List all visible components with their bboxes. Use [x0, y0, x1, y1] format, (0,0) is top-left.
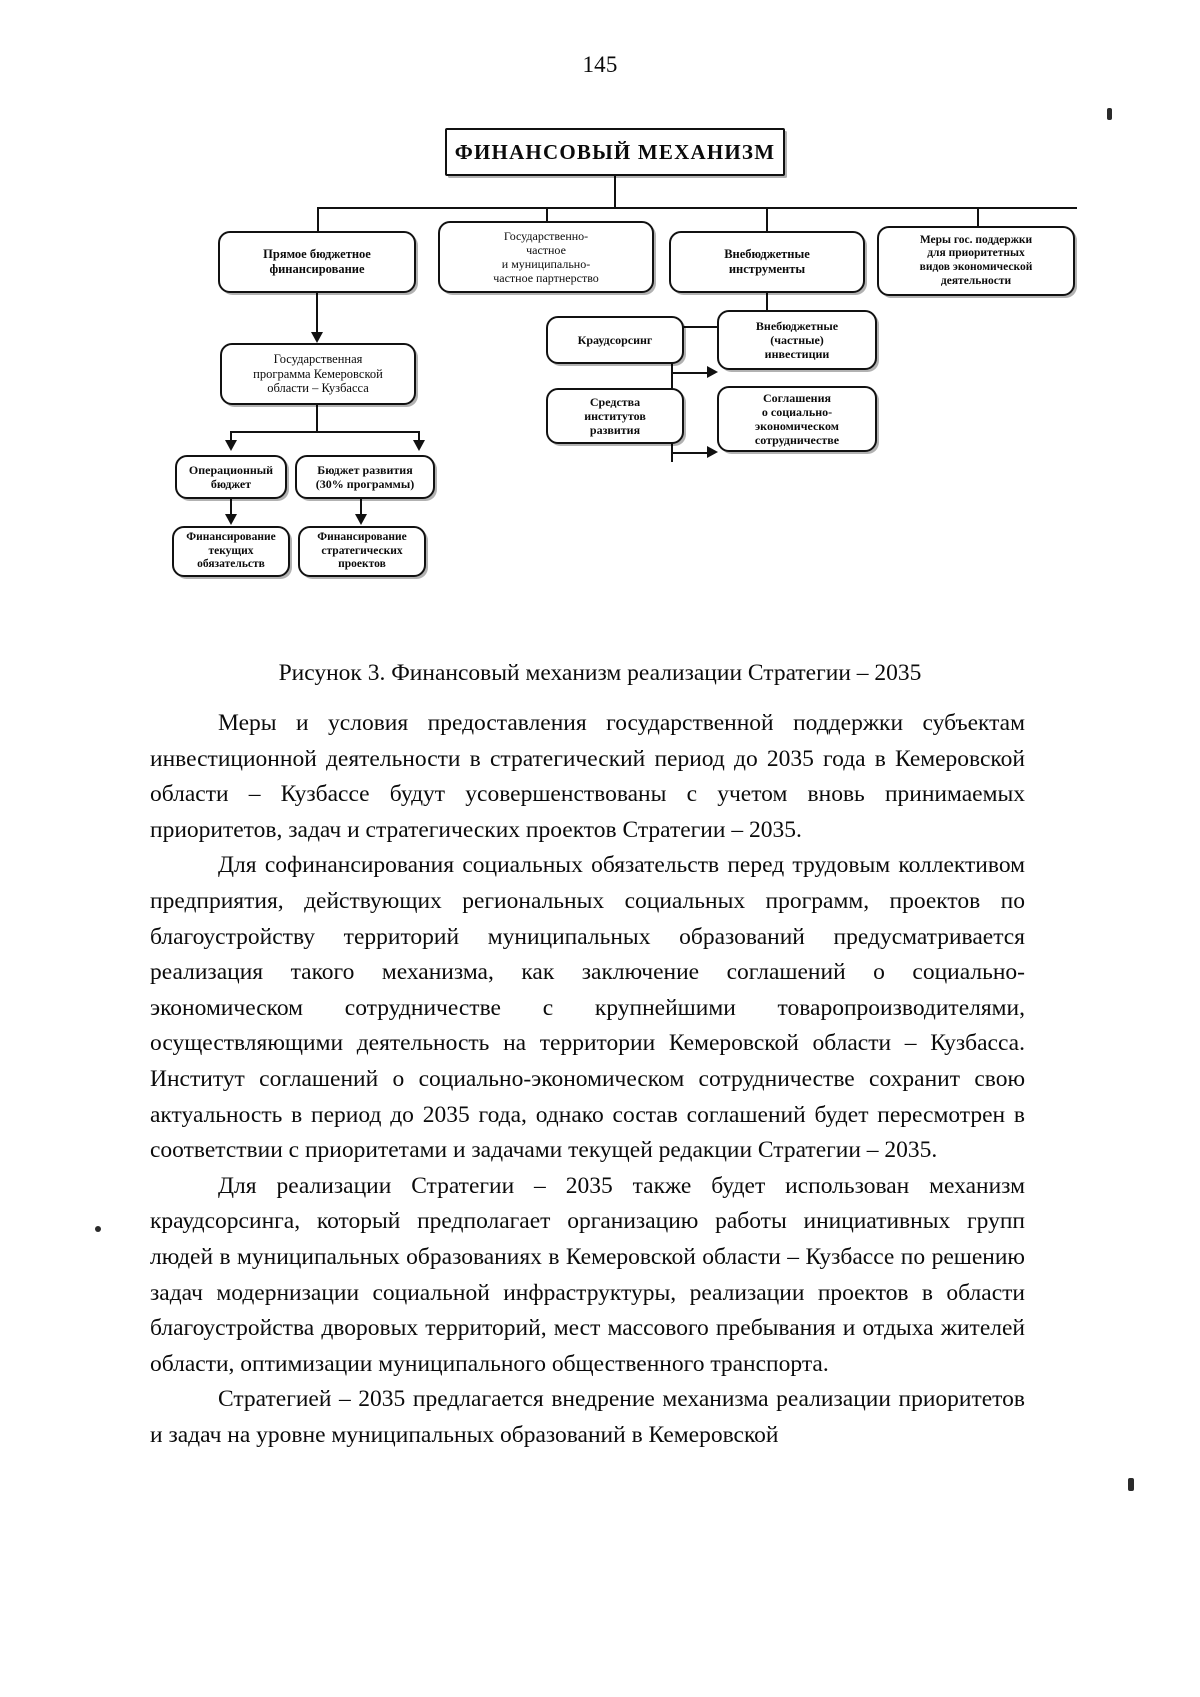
- connector-drop-ppp: [546, 207, 549, 221]
- connector-drop-gov-support: [977, 207, 980, 231]
- connector-root-stem: [614, 176, 617, 208]
- arrowhead-to-financing-current: [224, 514, 237, 525]
- paragraph: Стратегией – 2035 предлагается внедрение…: [150, 1386, 1025, 1448]
- node-private-investments: Внебюджетные(частные)инвестиции: [717, 310, 877, 370]
- connector-drop-development: [418, 431, 421, 447]
- arrowhead-to-development-budget: [412, 440, 425, 451]
- connector-to-private-investments: [671, 372, 709, 375]
- node-root-financial-mechanism: ФИНАНСОВЫЙ МЕХАНИЗМ: [445, 128, 785, 176]
- connector-drop-extrabudget: [766, 207, 769, 231]
- arrowhead-to-agreements: [707, 446, 718, 458]
- connector-direct-to-program: [316, 293, 319, 340]
- figure-caption: Рисунок 3. Финансовый механизм реализаци…: [278, 660, 922, 686]
- arrowhead-to-private-investments: [707, 366, 718, 378]
- paragraph: Меры и условия предоставления государств…: [150, 710, 1025, 843]
- node-crowdsourcing: Краудсорсинг: [546, 316, 684, 364]
- arrowhead-to-state-program: [310, 332, 323, 343]
- connector-level2-bus: [317, 207, 1077, 210]
- connector-operational-to-financing: [230, 499, 233, 521]
- scan-speckle: [95, 1226, 101, 1232]
- connector-drop-operational: [230, 431, 233, 447]
- paragraph: Для реализации Стратегии – 2035 также бу…: [150, 1172, 1025, 1377]
- scan-speckle: [1107, 108, 1112, 120]
- arrowhead-to-financing-strategic: [354, 514, 367, 525]
- node-root-label: ФИНАНСОВЫЙ МЕХАНИЗМ: [454, 139, 776, 164]
- node-private-investments-label: Внебюджетные(частные)инвестиции: [755, 318, 839, 362]
- connector-development-to-financing: [360, 499, 363, 521]
- connector-to-agreements: [671, 452, 709, 455]
- node-development-budget: Бюджет развития(30% программы): [295, 455, 435, 499]
- node-crowdsourcing-label: Краудсорсинг: [577, 332, 653, 347]
- body-text: Меры и условия предоставления государств…: [150, 706, 1025, 1453]
- paragraph: Для софинансирования социальных обязател…: [150, 852, 1025, 1164]
- scan-speckle: [1128, 1478, 1134, 1491]
- connector-program-bus: [230, 431, 420, 434]
- connector-program-stem: [316, 405, 319, 433]
- connector-drop-direct-budget: [317, 207, 320, 231]
- node-development-budget-label: Бюджет развития(30% программы): [315, 462, 415, 491]
- page-number: 145: [582, 52, 618, 77]
- arrowhead-to-operational-budget: [224, 440, 237, 451]
